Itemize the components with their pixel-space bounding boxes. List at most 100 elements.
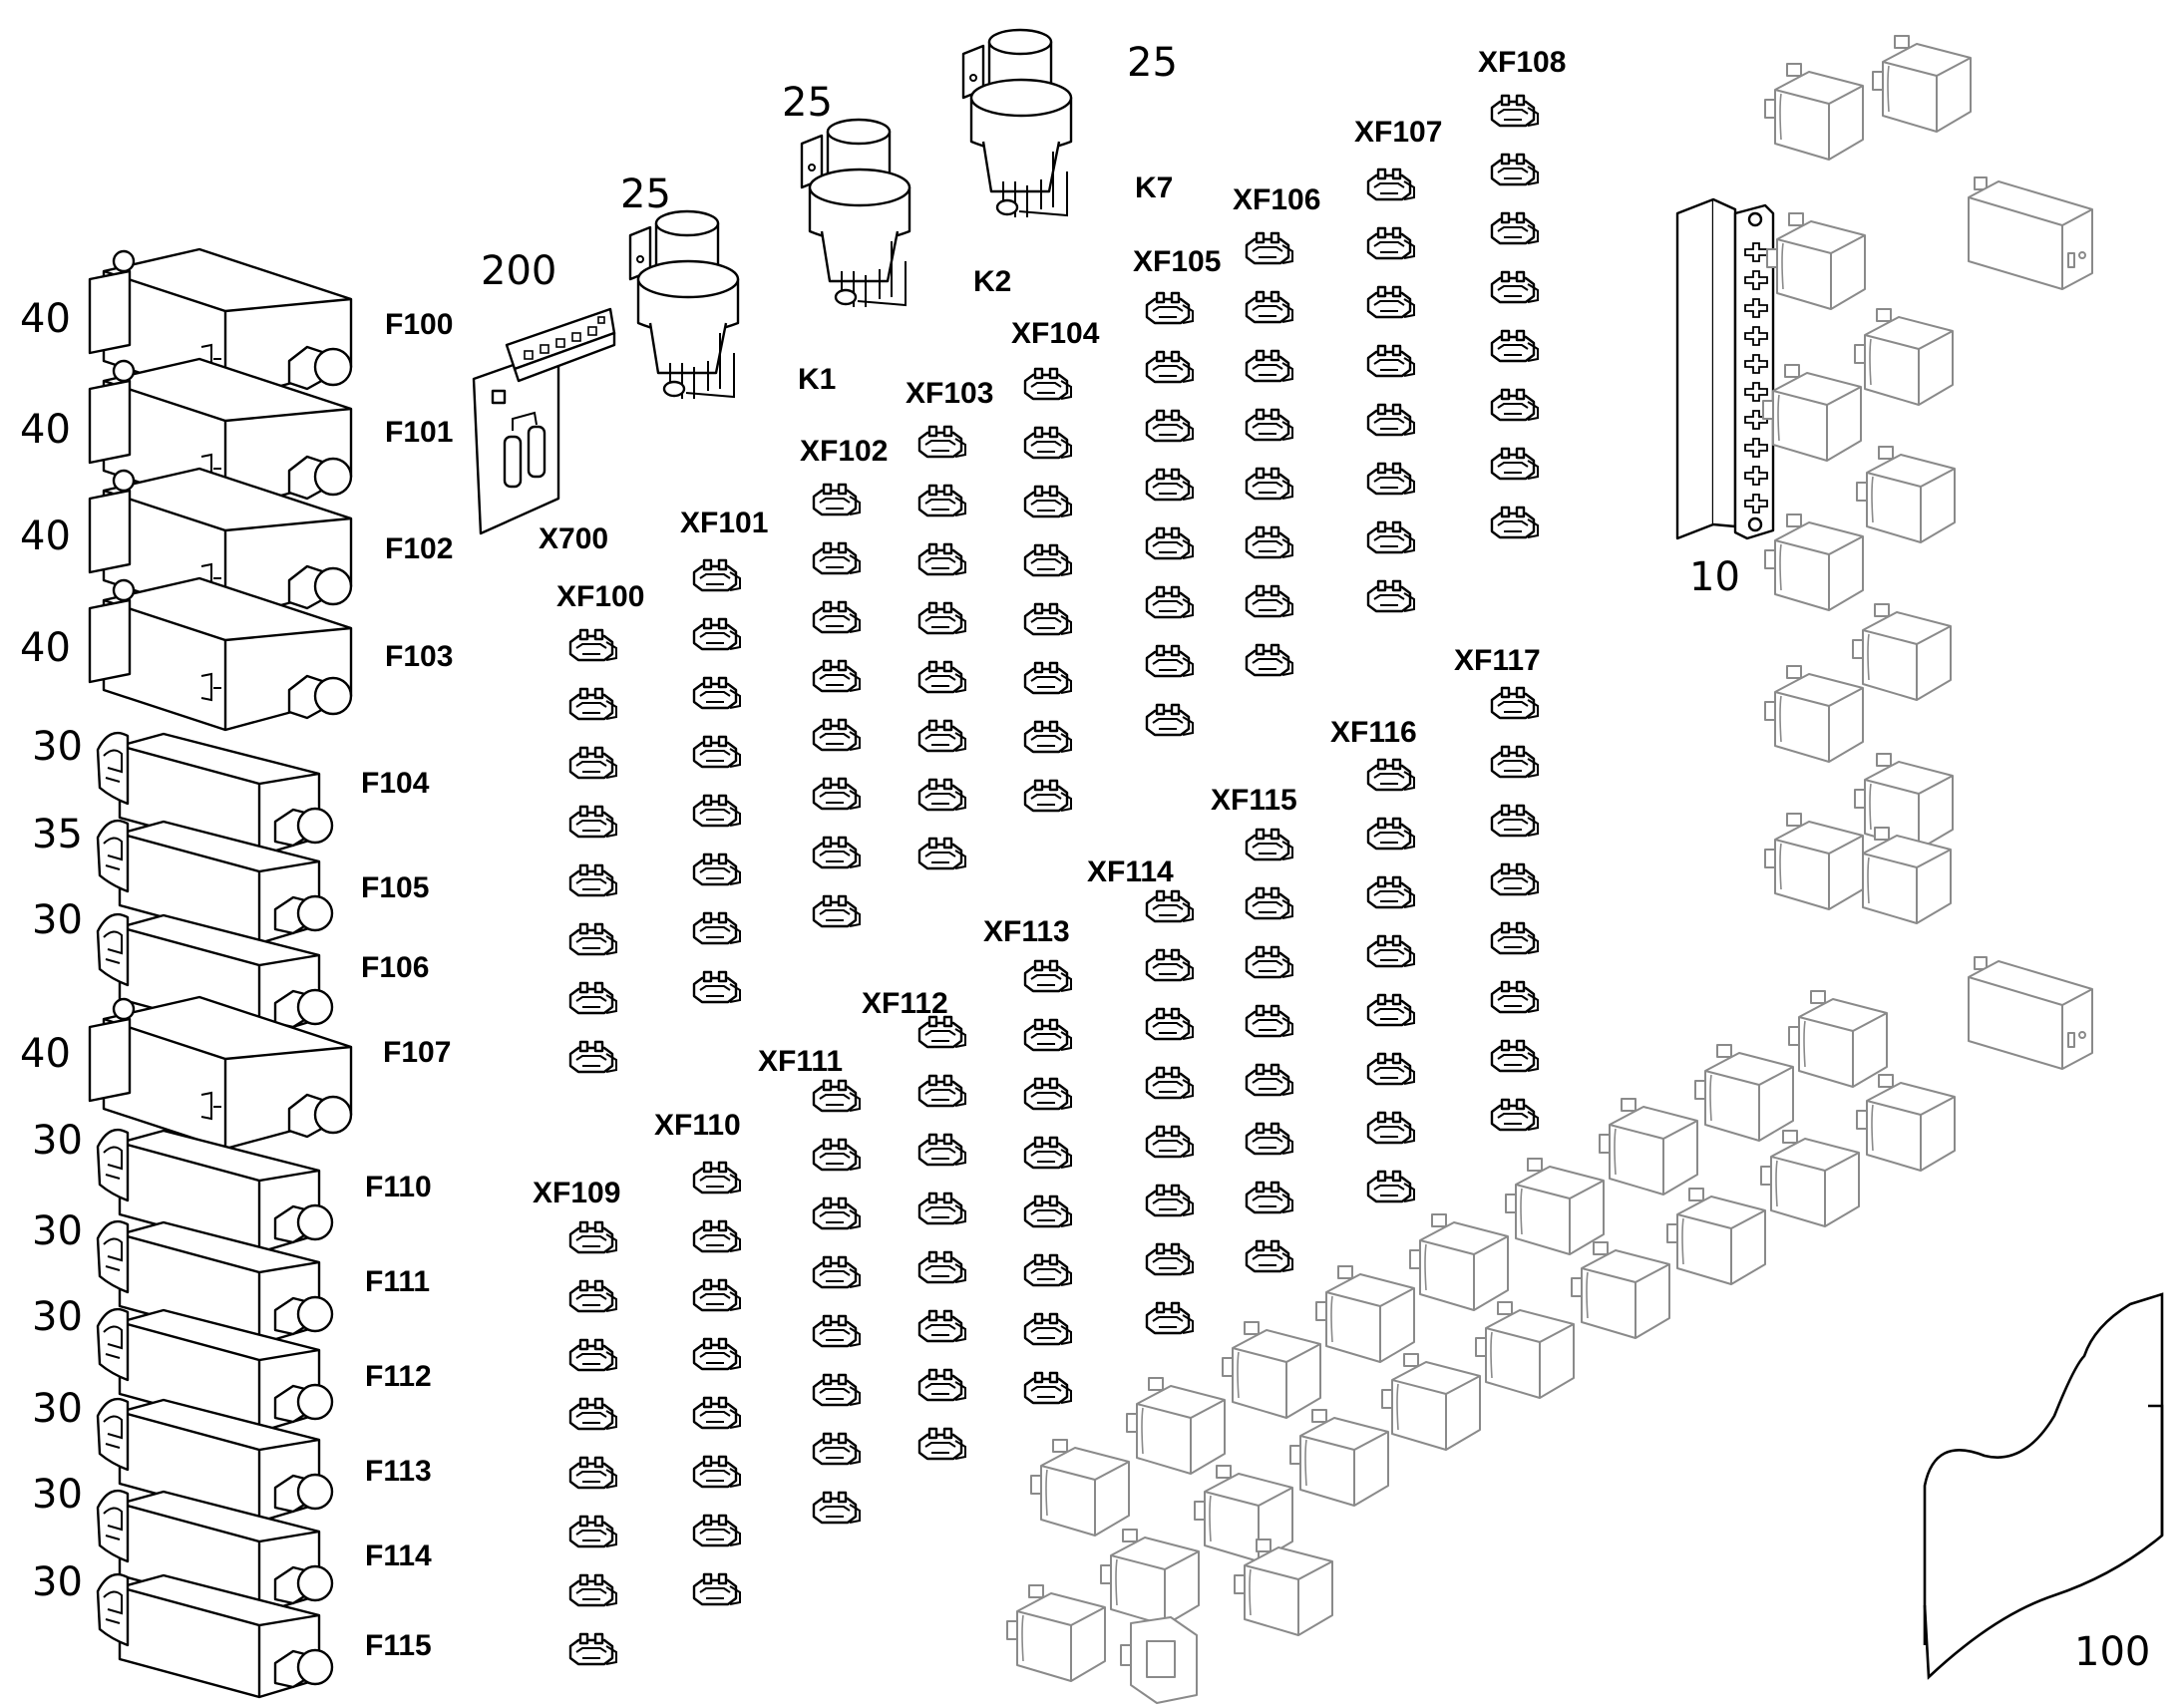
relay-module-gray [1852, 827, 1952, 924]
fuse-holder-xf117 [1490, 1039, 1540, 1073]
fuse-holder-xf101 [692, 735, 742, 769]
fuse-holder-xf104 [1023, 602, 1073, 636]
relay-module-gray [1315, 1265, 1415, 1363]
fuse-holder-xf113 [1023, 959, 1073, 993]
fuse-column-label: XF117 [1454, 644, 1541, 677]
fuse-column-label: XF102 [800, 435, 888, 468]
relay-k1-label: K1 [798, 363, 836, 396]
relay-module-gray [1760, 1130, 1860, 1227]
fuse-holder-xf101 [692, 676, 742, 710]
relay-module-gray [1100, 1529, 1200, 1626]
breaker-rating-label: 30 [32, 1118, 83, 1164]
fuse-holder-xf113 [1023, 1195, 1073, 1228]
fuse-holder-xf112 [917, 1192, 967, 1225]
fuse-holder-xf117 [1490, 686, 1540, 720]
fuse-holder-xf115 [1245, 828, 1294, 861]
fuse-holder-xf100 [568, 1040, 618, 1074]
relay-k2-count: 25 [782, 80, 833, 126]
breaker-rating-label: 30 [32, 724, 83, 770]
connector-pin [1744, 354, 1768, 374]
board-id-label: X700 [539, 522, 608, 555]
fuse-holder-xf114 [1145, 1007, 1195, 1041]
connector-strip [1675, 197, 1775, 540]
fuse-holder-xf112 [917, 1074, 967, 1108]
fuse-holder-xf106 [1245, 349, 1294, 383]
fuse-holder-xf102 [812, 777, 862, 811]
fuse-column-label: XF110 [654, 1109, 741, 1142]
fuse-column-label: XF104 [1011, 317, 1100, 350]
fuse-holder-xf111 [812, 1079, 862, 1113]
fuse-holder-xf116 [1366, 817, 1416, 851]
fuse-holder-xf105 [1145, 291, 1195, 325]
fuse-holder-xf109 [568, 1632, 618, 1666]
fuse-column-label: XF111 [758, 1045, 843, 1078]
fuse-holder-xf113 [1023, 1136, 1073, 1170]
fuse-holder-xf100 [568, 805, 618, 839]
fuse-holder-xf117 [1490, 980, 1540, 1014]
relay-module-gray [1475, 1301, 1575, 1399]
fuse-holder-xf104 [1023, 720, 1073, 754]
connector-pin [1744, 382, 1768, 402]
relay-k2 [800, 118, 911, 309]
fuse-holder-xf111 [812, 1196, 862, 1230]
fuse-holder-xf115 [1245, 1063, 1294, 1097]
fuse-holder-xf113 [1023, 1018, 1073, 1052]
fuse-holder-xf103 [917, 660, 967, 694]
fuse-holder-xf116 [1366, 875, 1416, 909]
relay-module-gray [1126, 1377, 1226, 1475]
fuse-holder-xf103 [917, 837, 967, 870]
fuse-holder-xf102 [812, 600, 862, 634]
fuse-holder-xf108 [1490, 211, 1540, 245]
fuse-holder-xf114 [1145, 1301, 1195, 1335]
fuse-holder-xf115 [1245, 945, 1294, 979]
fuse-holder-xf102 [812, 836, 862, 869]
fuse-holder-xf116 [1366, 1052, 1416, 1086]
fuse-holder-xf101 [692, 617, 742, 651]
fuse-holder-xf110 [692, 1161, 742, 1195]
socket-opening [1146, 1640, 1176, 1678]
relay-module-gray [1666, 1188, 1766, 1285]
relay-k1 [628, 209, 740, 401]
fuse-holder-xf117 [1490, 862, 1540, 896]
relay-module-gray [1852, 603, 1952, 701]
fuse-holder-xf100 [568, 628, 618, 662]
fuse-holder-xf116 [1366, 934, 1416, 968]
fuse-holder-xf103 [917, 542, 967, 576]
fuse-holder-xf109 [568, 1338, 618, 1372]
fuse-holder-xf104 [1023, 543, 1073, 577]
fuse-holder-xf110 [692, 1514, 742, 1547]
relay-module-gray [1766, 212, 1866, 310]
breaker-rating-label: 40 [20, 407, 71, 453]
fuse-holder-xf102 [812, 483, 862, 516]
relay-module-gray [1409, 1213, 1509, 1311]
relay-k7-label: K7 [1135, 171, 1173, 204]
relay-k7 [961, 28, 1073, 219]
relay-module-gray [1764, 513, 1864, 611]
relay-module-gray [1571, 1241, 1670, 1339]
relay-module-gray [1872, 35, 1972, 133]
fuse-holder-xf110 [692, 1337, 742, 1371]
fuse-holder-xf106 [1245, 408, 1294, 442]
fuse-holder-xf113 [1023, 1253, 1073, 1287]
fuse-holder-xf107 [1366, 403, 1416, 437]
relay-module-gray [1694, 1044, 1794, 1142]
fuse-holder-xf110 [692, 1455, 742, 1489]
fuse-holder-xf103 [917, 719, 967, 753]
fuse-holder-xf108 [1490, 447, 1540, 481]
fuse-holder-xf108 [1490, 153, 1540, 186]
fuse-holder-xf111 [812, 1314, 862, 1348]
fuse-holder-xf109 [568, 1220, 618, 1254]
fuse-holder-xf116 [1366, 758, 1416, 792]
relay-module-gray [1222, 1321, 1321, 1419]
fuse-holder-xf107 [1366, 226, 1416, 260]
fuse-holder-xf115 [1245, 1181, 1294, 1214]
fuse-holder-xf105 [1145, 585, 1195, 619]
fuse-holder-xf115 [1245, 1004, 1294, 1038]
relay-module-gray [1030, 1439, 1130, 1537]
fuse-holder-xf105 [1145, 644, 1195, 678]
fuse-holder-xf107 [1366, 285, 1416, 319]
breaker-rating-label: 30 [32, 1386, 83, 1432]
fuse-holder-xf100 [568, 746, 618, 780]
